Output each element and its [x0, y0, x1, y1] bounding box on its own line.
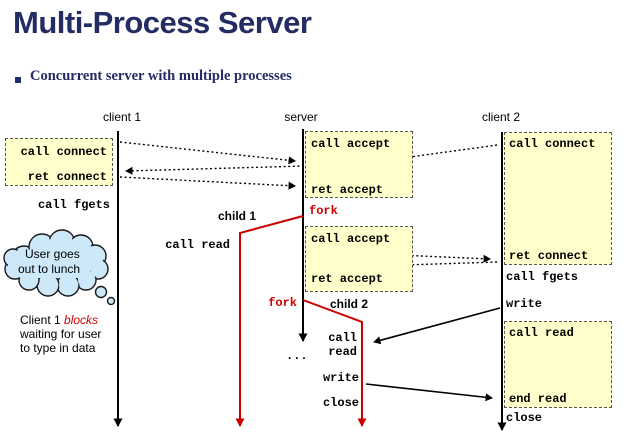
bullet-square-icon	[15, 77, 21, 83]
server-ellipsis-label: ...	[286, 349, 308, 363]
arrow-c2-write-to-child2	[373, 307, 501, 345]
child2-timeline	[302, 299, 367, 427]
cloud-text-line1: User goes	[25, 247, 80, 261]
ret-connect-label: ret connect	[27, 170, 107, 184]
child2-write-label: write	[322, 371, 359, 385]
arrow-c1-connect-to-server	[119, 141, 296, 165]
fork1-label: fork	[309, 204, 338, 218]
child1-call-read-label: call read	[165, 238, 230, 252]
cloud-text-line2: out to lunch	[18, 262, 81, 276]
arrow-c1-ack-to-server	[119, 176, 296, 190]
child2-read-label: read	[328, 345, 357, 359]
client1-call-fgets-label: call fgets	[37, 198, 110, 212]
arrow-server-to-c1-ret	[125, 165, 305, 175]
server-accept1-box: call accept ret accept	[305, 131, 413, 198]
client2-call-fgets-label: call fgets	[506, 270, 579, 284]
call-accept-label: call accept	[311, 232, 391, 246]
bullet-text: Concurrent server with multiple processe…	[30, 68, 292, 84]
client1-label: client 1	[102, 110, 142, 124]
server-accept2-box: call accept ret accept	[305, 226, 413, 292]
call-connect-label: call connect	[20, 145, 107, 159]
note-line2: waiting for user	[20, 327, 102, 341]
client1-connect-box: call connect ret connect	[5, 138, 113, 186]
call-read-label: call read	[509, 326, 574, 340]
child2-call-label: call	[328, 331, 357, 345]
child1-timeline	[235, 215, 304, 427]
child2-close-label: close	[322, 396, 359, 410]
client2-label: client 2	[481, 110, 521, 124]
client2-connect-box: call connect ret connect	[504, 132, 612, 265]
ret-accept-label: ret accept	[311, 272, 384, 286]
client2-write-label: write	[506, 297, 543, 311]
call-connect-label: call connect	[509, 137, 596, 151]
note-pre: Client 1	[20, 313, 65, 327]
client1-blocks-note: Client 1 blocks waiting for user to type…	[20, 313, 130, 355]
call-accept-label: call accept	[311, 137, 391, 151]
client2-close-label: close	[506, 411, 543, 425]
arrow-child2-write-to-c2	[365, 383, 493, 402]
note-blocks-emphasis: blocks	[64, 313, 99, 327]
client2-read-box: call read end read	[504, 321, 612, 408]
child2-title: child 2	[330, 297, 369, 311]
server-label: server	[284, 110, 318, 124]
ret-accept-label: ret accept	[311, 183, 384, 197]
note-line3: to type in data	[20, 341, 96, 355]
fork2-label: fork	[268, 296, 297, 310]
page-title: Multi-Process Server	[13, 5, 312, 40]
end-read-label: end read	[509, 392, 567, 406]
thought-cloud-icon	[3, 229, 116, 306]
child1-title: child 1	[218, 209, 257, 223]
ret-connect-label: ret connect	[509, 249, 589, 263]
